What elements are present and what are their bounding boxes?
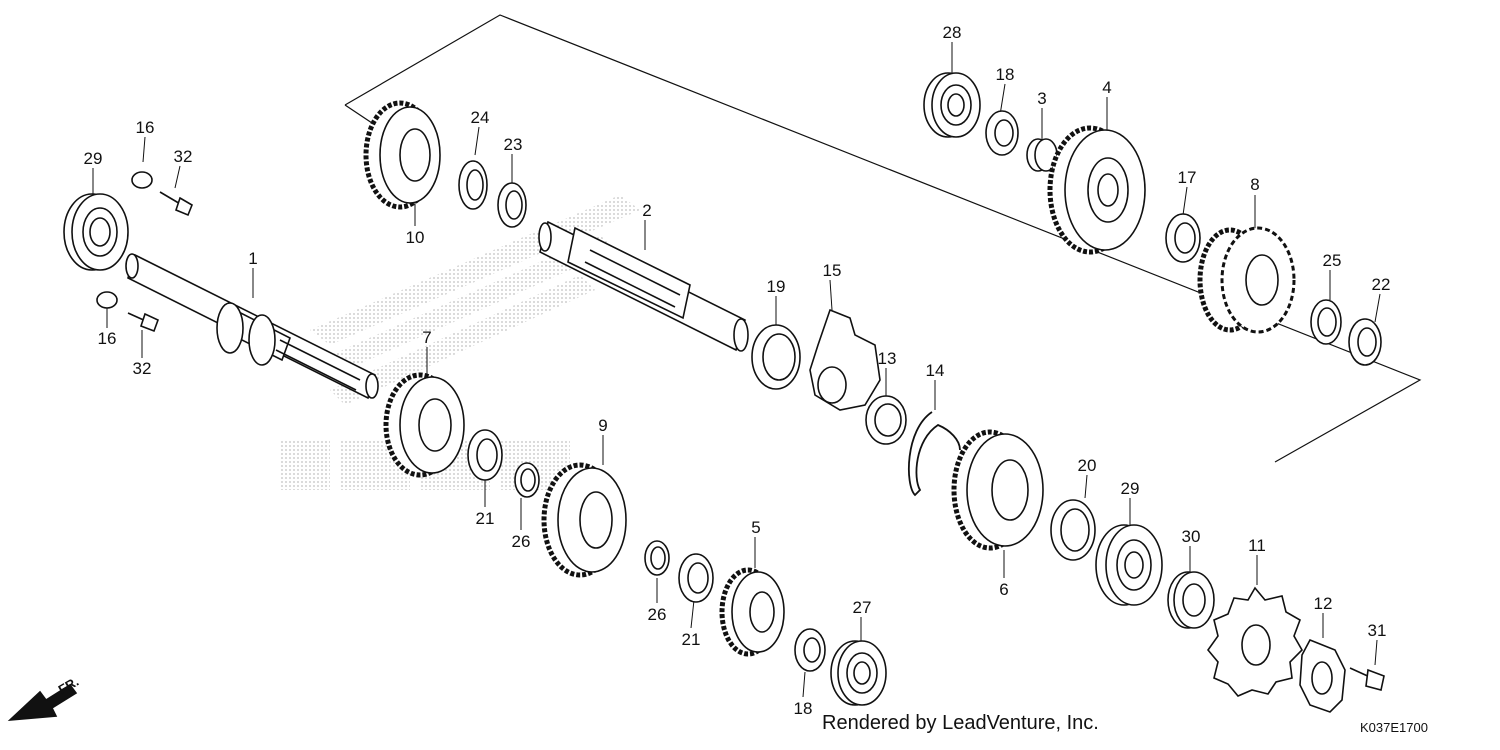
bolt-32-top [159, 191, 193, 217]
callout-3: 3 [1037, 89, 1046, 108]
plate-12 [1299, 638, 1346, 713]
bearing-27 [830, 640, 887, 706]
callout-14: 14 [926, 361, 945, 380]
collar-3 [1026, 138, 1058, 172]
washer-18-b [794, 628, 826, 672]
gear-4 [1047, 125, 1146, 255]
gear-6 [951, 429, 1044, 551]
gear-10 [363, 100, 441, 210]
callout-31: 31 [1368, 621, 1387, 640]
callout-26: 26 [512, 532, 531, 551]
callout-21: 21 [476, 509, 495, 528]
callout-29: 29 [84, 149, 103, 168]
bolt-32-bottom [127, 312, 160, 333]
bearing-29-right [1095, 524, 1163, 606]
bolt-31 [1349, 667, 1385, 691]
callout-1: 1 [248, 249, 257, 268]
washer-13 [865, 395, 907, 445]
callout-12: 12 [1314, 594, 1333, 613]
callout-29: 29 [1121, 479, 1140, 498]
washer-24 [458, 160, 488, 210]
callout-32: 32 [133, 359, 152, 378]
washer-21-b [678, 553, 714, 603]
callout-25: 25 [1323, 251, 1342, 270]
clip-14 [907, 411, 961, 497]
callout-28: 28 [943, 23, 962, 42]
callout-5: 5 [751, 518, 760, 537]
callout-8: 8 [1250, 175, 1259, 194]
callout-21: 21 [682, 630, 701, 649]
callout-24: 24 [471, 108, 490, 127]
callout-6: 6 [999, 580, 1008, 599]
callout-16: 16 [136, 118, 155, 137]
washer-23 [497, 182, 527, 228]
callout-7: 7 [422, 328, 431, 347]
callout-11: 11 [1248, 536, 1266, 555]
callout-20: 20 [1078, 456, 1097, 475]
plate-15 [809, 308, 881, 411]
ring-26-a [514, 462, 540, 498]
callout-22: 22 [1372, 275, 1391, 294]
callout-labels: 28 18 3 4 17 8 25 22 16 32 29 1 16 32 24… [84, 23, 1391, 718]
mainshaft-1 [125, 253, 379, 400]
callout-16: 16 [98, 329, 117, 348]
countershaft-2 [538, 220, 749, 352]
sprocket-11 [1206, 586, 1303, 697]
washer-16-top [131, 171, 153, 189]
gear-8 [1197, 226, 1296, 334]
washer-22 [1348, 318, 1382, 366]
bearing-29-left [63, 193, 129, 271]
callout-27: 27 [853, 598, 872, 617]
group-boundary-line [344, 14, 1422, 463]
ring-25 [1310, 299, 1342, 345]
diagram-code: K037E1700 [1360, 720, 1428, 735]
ring-26-b [644, 540, 670, 576]
washer-18-a [985, 110, 1019, 156]
washer-16-bottom [96, 291, 118, 309]
callout-2: 2 [642, 201, 651, 220]
callout-10: 10 [406, 228, 425, 247]
callout-18: 18 [996, 65, 1015, 84]
leader-lines [92, 42, 1381, 698]
callout-17: 17 [1178, 168, 1197, 187]
callout-13: 13 [878, 349, 897, 368]
front-arrow-icon [7, 683, 78, 721]
washer-19 [751, 324, 801, 390]
callout-4: 4 [1102, 78, 1111, 97]
gear-5 [719, 567, 785, 657]
gear-7 [383, 372, 465, 478]
callout-15: 15 [823, 261, 842, 280]
gear-9 [541, 462, 627, 578]
callout-30: 30 [1182, 527, 1201, 546]
group-boundary-line-left [344, 104, 376, 126]
callout-18: 18 [794, 699, 813, 718]
callout-19: 19 [767, 277, 786, 296]
washer-21-a [467, 429, 503, 481]
callout-23: 23 [504, 135, 523, 154]
callout-32: 32 [174, 147, 193, 166]
bearing-28 [923, 72, 981, 138]
washer-20 [1050, 499, 1096, 561]
callout-9: 9 [598, 416, 607, 435]
washer-17 [1165, 213, 1201, 263]
rendered-by-credit: Rendered by LeadVenture, Inc. [822, 712, 1099, 734]
bearing-30 [1167, 571, 1215, 629]
callout-26: 26 [648, 605, 667, 624]
